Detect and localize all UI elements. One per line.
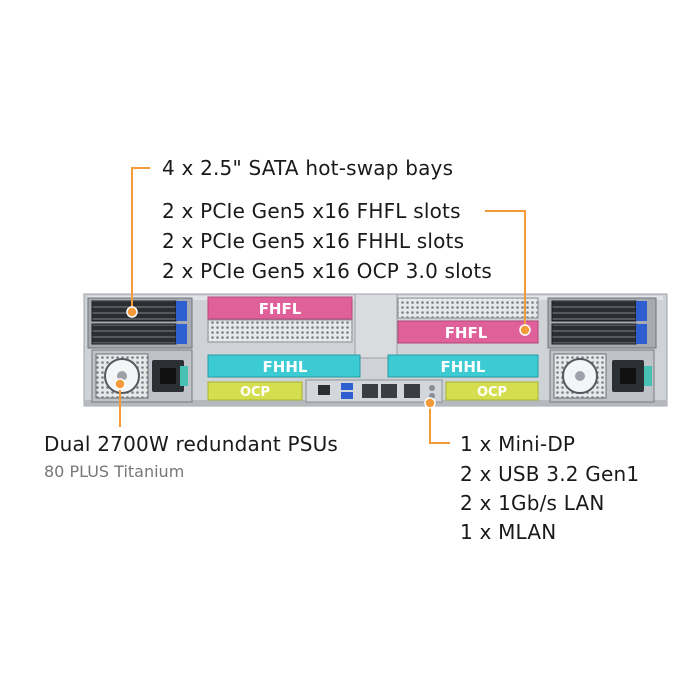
lan-port[interactable] xyxy=(362,384,378,398)
mlan-port[interactable] xyxy=(404,384,420,398)
callout-lines xyxy=(119,167,526,444)
id-button-icon[interactable] xyxy=(429,385,435,391)
slot-label: OCP xyxy=(477,385,507,400)
io-usb-label: 2 x USB 3.2 Gen1 xyxy=(460,462,640,486)
right-drive-cage xyxy=(547,297,657,349)
pcie-fhfl-label: 2 x PCIe Gen5 x16 FHFL slots xyxy=(162,199,461,223)
pcie-ocp-label: 2 x PCIe Gen5 x16 OCP 3.0 slots xyxy=(162,259,493,283)
drive-bay[interactable] xyxy=(91,323,187,345)
psu-right xyxy=(549,349,655,403)
io-lan-label: 2 x 1Gb/s LAN xyxy=(460,491,605,515)
fhfl-slot-right[interactable]: FHFL xyxy=(397,320,539,344)
ocp-slot-left[interactable]: OCP xyxy=(207,381,303,401)
usb-port[interactable] xyxy=(341,383,353,390)
fhhl-slot-right[interactable]: FHHL xyxy=(387,354,539,378)
slot-label: FHHL xyxy=(263,358,308,376)
psu-title-label: Dual 2700W redundant PSUs xyxy=(44,432,339,456)
slot-label: FHHL xyxy=(441,358,486,376)
fhfl-slot-left[interactable]: FHFL xyxy=(207,296,353,320)
slot-label: FHFL xyxy=(445,324,488,342)
vent-grille xyxy=(397,297,539,319)
center-bracket xyxy=(354,293,398,359)
left-drive-cage xyxy=(87,297,193,349)
rear-io-panel xyxy=(305,379,443,403)
ocp-slot-right[interactable]: OCP xyxy=(445,381,539,401)
fhhl-slot-left[interactable]: FHHL xyxy=(207,354,361,378)
usb-port[interactable] xyxy=(341,392,353,399)
vent-grille xyxy=(207,319,353,343)
io-mlan-label: 1 x MLAN xyxy=(460,520,557,544)
slot-label: FHFL xyxy=(259,300,302,318)
lan-port[interactable] xyxy=(381,384,397,398)
drive-bay[interactable] xyxy=(551,300,647,322)
callout-dots xyxy=(114,306,531,409)
drive-bay[interactable] xyxy=(91,300,187,322)
minidp-port[interactable] xyxy=(318,385,330,395)
drive-bays-label: 4 x 2.5" SATA hot-swap bays xyxy=(162,156,454,180)
pcie-fhhl-label: 2 x PCIe Gen5 x16 FHHL slots xyxy=(162,229,465,253)
drive-bay[interactable] xyxy=(551,323,647,345)
slot-label: OCP xyxy=(240,385,270,400)
psu-left xyxy=(91,349,193,403)
psu-subtitle-label: 80 PLUS Titanium xyxy=(44,462,185,481)
io-minidp-label: 1 x Mini-DP xyxy=(460,432,576,456)
